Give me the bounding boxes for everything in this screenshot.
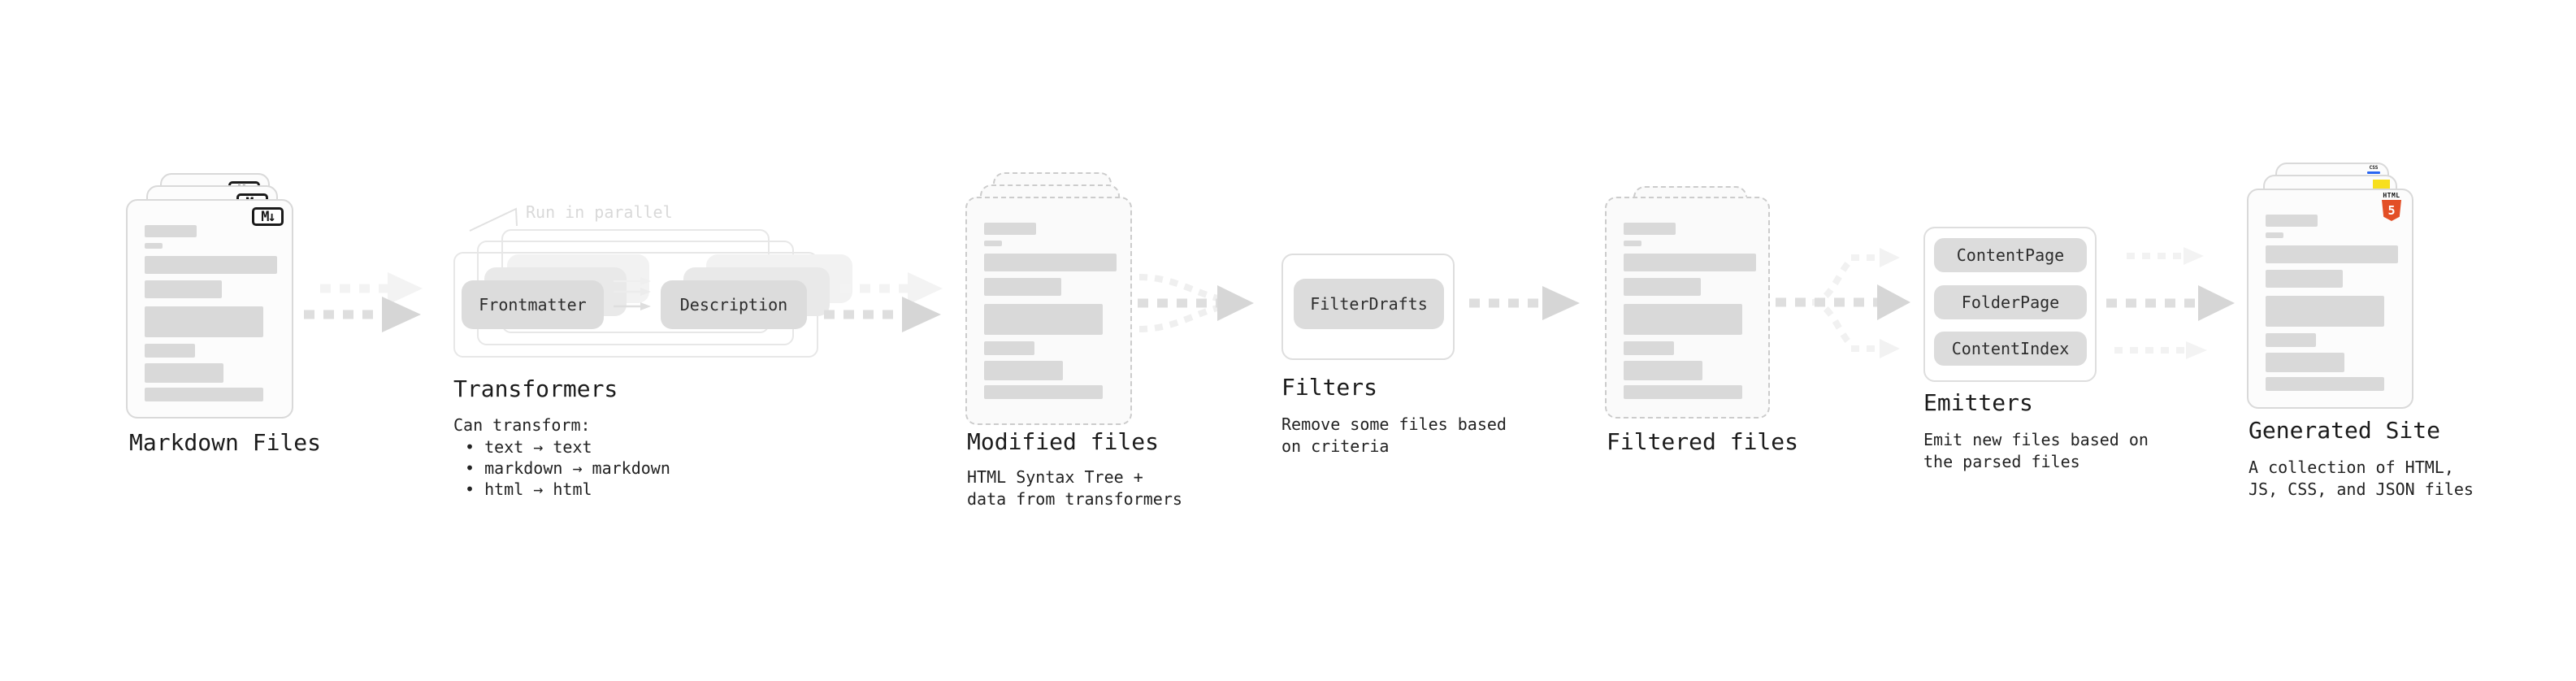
filtered-doc-front xyxy=(1605,197,1770,419)
generated-doc-front: HTML 5 xyxy=(2247,189,2413,409)
html5-icon-label: HTML xyxy=(2383,192,2400,199)
emitters-caption: Emit new files based on the parsed files xyxy=(1923,429,2149,473)
skeleton-line xyxy=(984,385,1103,399)
transformers-caption-item: • markdown → markdown xyxy=(465,458,670,478)
skeleton-line xyxy=(1624,223,1676,235)
skeleton-line xyxy=(145,225,197,237)
frontmatter-pill: Frontmatter xyxy=(462,280,604,329)
skeleton-line xyxy=(1624,254,1756,271)
js-icon xyxy=(2373,180,2390,189)
run-in-parallel-annotation: Run in parallel xyxy=(526,202,673,222)
caption-line: data from transformers xyxy=(967,489,1182,509)
skeleton-line xyxy=(984,278,1061,296)
skeleton-line xyxy=(145,306,263,337)
caption-line: the parsed files xyxy=(1923,452,2080,471)
skeleton-line xyxy=(2266,232,2283,238)
skeleton-line xyxy=(145,243,163,249)
skeleton-line xyxy=(2266,296,2384,327)
flow-arrow-emitters-to-generated xyxy=(2106,247,2235,359)
generated-site-caption: A collection of HTML, JS, CSS, and JSON … xyxy=(2249,457,2474,501)
flow-arrow-transformers-to-modified xyxy=(824,272,943,332)
flow-arrow-filters-to-filtered xyxy=(1469,286,1580,320)
flow-arrow-markdown-to-transformers xyxy=(304,272,423,332)
skeleton-line xyxy=(1624,341,1674,355)
skeleton-line xyxy=(984,361,1063,380)
html5-icon: HTML 5 xyxy=(2381,193,2402,221)
transformers-caption-item: • text → text xyxy=(465,437,592,457)
modified-doc-front xyxy=(965,197,1132,425)
transformers-caption-item: • html → html xyxy=(465,479,592,499)
description-pill: Description xyxy=(661,280,807,329)
css-icon: CSS xyxy=(2366,166,2381,174)
emitters-label: Emitters xyxy=(1923,389,2033,416)
caption-line: A collection of HTML, xyxy=(2249,458,2454,477)
pill-to-pill-arrows xyxy=(614,277,651,310)
skeleton-line xyxy=(1624,385,1742,399)
contentindex-pill: ContentIndex xyxy=(1934,332,2087,366)
skeleton-line xyxy=(1624,304,1742,335)
css-icon-bar xyxy=(2367,171,2380,174)
skeleton-line xyxy=(2266,270,2343,288)
markdown-doc-front: M↓ xyxy=(126,199,293,419)
skeleton-line xyxy=(2266,245,2398,263)
generated-site-label: Generated Site xyxy=(2249,417,2441,444)
folderpage-pill: FolderPage xyxy=(1934,285,2087,319)
filtered-files-label: Filtered files xyxy=(1607,428,1799,455)
run-in-parallel-callout-line xyxy=(469,207,518,232)
filters-caption: Remove some files based on criteria xyxy=(1281,414,1507,458)
modified-files-caption: HTML Syntax Tree + data from transformer… xyxy=(967,466,1182,510)
transformers-caption-title: Can transform: xyxy=(453,415,591,435)
skeleton-line xyxy=(2266,215,2318,227)
markdown-files-label: Markdown Files xyxy=(129,429,322,456)
skeleton-line xyxy=(984,241,1002,246)
skeleton-line xyxy=(984,341,1034,355)
caption-line: Remove some files based xyxy=(1281,414,1507,434)
flow-arrow-modified-to-filters xyxy=(1138,274,1254,332)
skeleton-line xyxy=(145,280,222,298)
modified-files-label: Modified files xyxy=(967,428,1160,455)
skeleton-line xyxy=(145,344,195,358)
skeleton-line xyxy=(1624,361,1702,380)
skeleton-line xyxy=(145,388,263,401)
skeleton-line xyxy=(984,223,1036,235)
skeleton-line xyxy=(2266,333,2316,347)
skeleton-line xyxy=(145,256,277,274)
filters-label: Filters xyxy=(1281,374,1378,401)
filterdrafts-pill: FilterDrafts xyxy=(1294,279,1444,329)
caption-line: HTML Syntax Tree + xyxy=(967,467,1143,487)
flow-arrow-filtered-to-emitters xyxy=(1776,248,1910,358)
skeleton-line xyxy=(1624,278,1701,296)
markdown-icon: M↓ xyxy=(252,207,284,226)
skeleton-line xyxy=(984,304,1103,335)
caption-line: on criteria xyxy=(1281,436,1390,456)
skeleton-line xyxy=(984,254,1117,271)
html5-icon-shield: 5 xyxy=(2382,200,2401,221)
caption-line: JS, CSS, and JSON files xyxy=(2249,479,2474,499)
skeleton-line xyxy=(2266,353,2344,372)
css-icon-label: CSS xyxy=(2369,165,2379,171)
skeleton-line xyxy=(2266,377,2384,391)
caption-line: Emit new files based on xyxy=(1923,430,2149,449)
transformers-label: Transformers xyxy=(453,375,618,402)
skeleton-line xyxy=(1624,241,1641,246)
contentpage-pill: ContentPage xyxy=(1934,238,2087,272)
skeleton-line xyxy=(145,363,223,383)
